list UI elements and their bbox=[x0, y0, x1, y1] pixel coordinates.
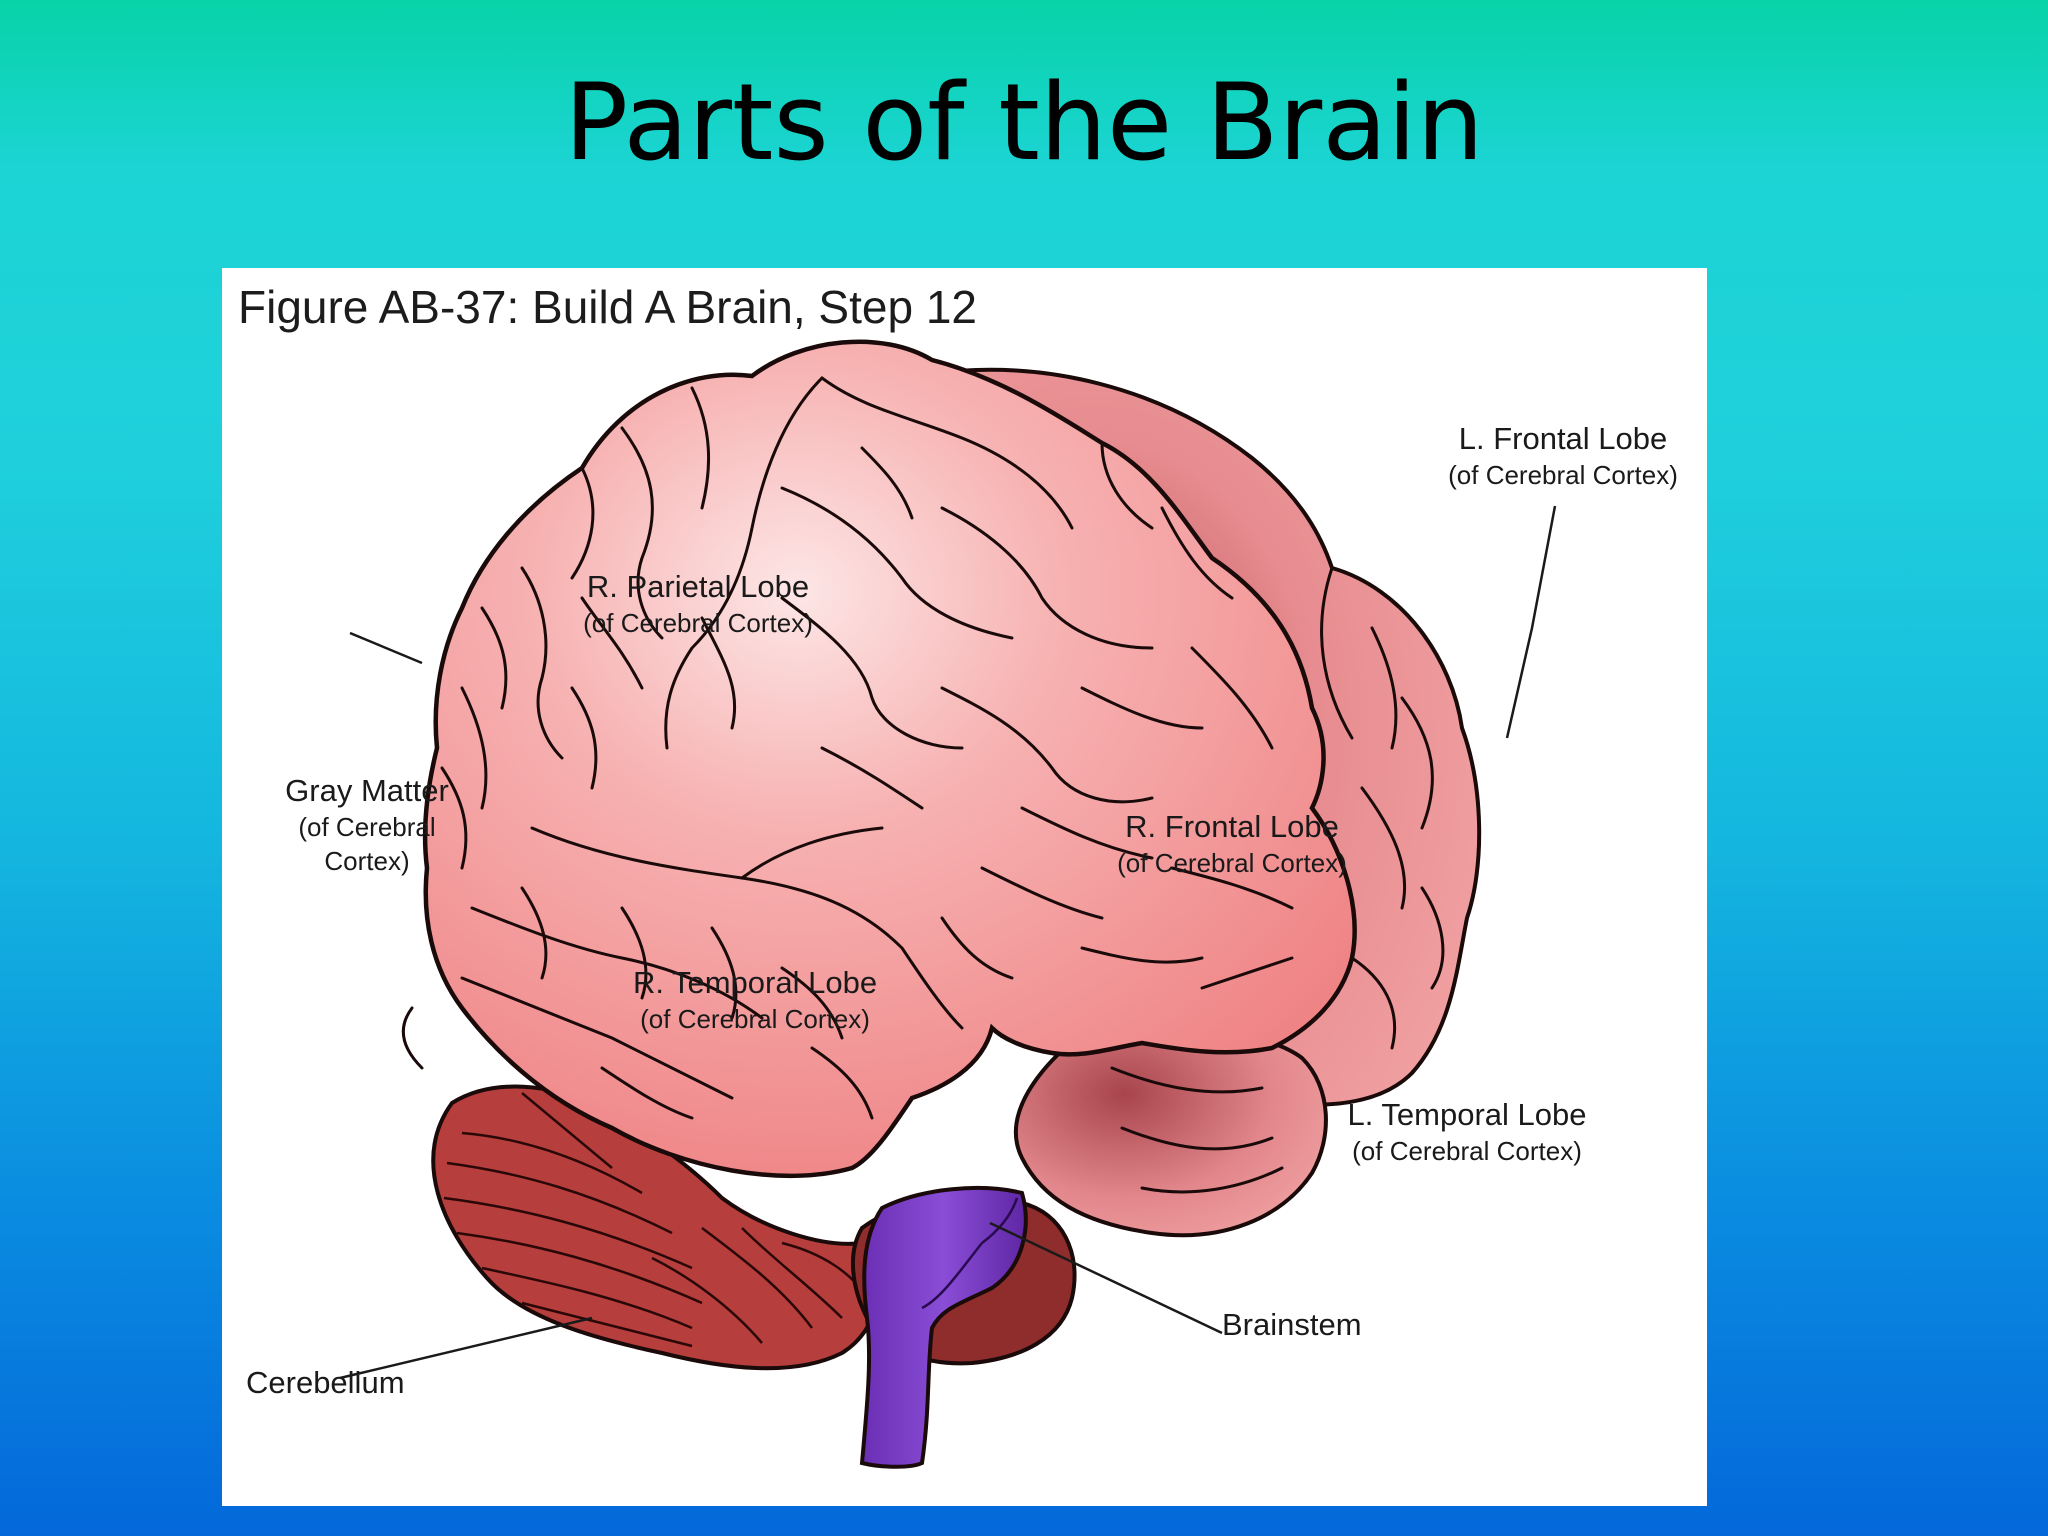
brain-figure: Figure AB-37: Build A Brain, Step 12 bbox=[222, 268, 1707, 1506]
cortex-sulci bbox=[401, 376, 1294, 1120]
leader-gray-matter bbox=[349, 631, 423, 665]
label-cerebellum-name: Cerebellum bbox=[246, 1365, 405, 1400]
label-brainstem-name: Brainstem bbox=[1222, 1307, 1362, 1342]
brain-illustration bbox=[339, 339, 1557, 1469]
label-gray-matter-name: Gray Matter bbox=[285, 773, 449, 808]
label-r-parietal-name: R. Parietal Lobe bbox=[586, 569, 810, 604]
label-r-temporal-name: R. Temporal Lobe bbox=[632, 965, 878, 1000]
brainstem-detail-2 bbox=[981, 1197, 1019, 1244]
brainstem-detail bbox=[921, 1242, 983, 1310]
label-cerebellum: Cerebellum bbox=[246, 1364, 426, 1402]
cerebellum-folia bbox=[443, 1092, 869, 1348]
slide-title: Parts of the Brain bbox=[564, 61, 1484, 184]
figure-caption: Figure AB-37: Build A Brain, Step 12 bbox=[238, 281, 978, 333]
label-l-frontal-lobe: L. Frontal Lobe (of Cerebral Cortex) bbox=[1430, 420, 1696, 492]
label-l-temporal-lobe: L. Temporal Lobe (of Cerebral Cortex) bbox=[1332, 1096, 1602, 1168]
label-l-frontal-name: L. Frontal Lobe bbox=[1458, 421, 1668, 456]
leader-cerebellum bbox=[339, 1316, 593, 1380]
label-r-frontal-name: R. Frontal Lobe bbox=[1125, 809, 1339, 844]
label-r-temporal-lobe: R. Temporal Lobe (of Cerebral Cortex) bbox=[620, 964, 890, 1036]
label-gray-matter: Gray Matter (of Cerebral Cortex) bbox=[282, 772, 452, 878]
label-r-frontal-lobe: R. Frontal Lobe (of Cerebral Cortex) bbox=[1102, 808, 1362, 880]
label-l-frontal-sub: (of Cerebral Cortex) bbox=[1448, 460, 1678, 490]
label-l-temporal-name: L. Temporal Lobe bbox=[1347, 1097, 1587, 1132]
left-hemisphere-sulci bbox=[1110, 566, 1445, 1194]
label-l-temporal-sub: (of Cerebral Cortex) bbox=[1352, 1136, 1582, 1166]
label-r-temporal-sub: (of Cerebral Cortex) bbox=[640, 1004, 870, 1034]
leader-brainstem bbox=[989, 1221, 1223, 1335]
label-r-parietal-lobe: R. Parietal Lobe (of Cerebral Cortex) bbox=[568, 568, 828, 640]
brainstem-shape bbox=[859, 1186, 1028, 1469]
leader-l-frontal bbox=[1505, 505, 1557, 739]
label-gray-matter-sub1: (of Cerebral bbox=[298, 812, 436, 842]
label-brainstem: Brainstem bbox=[1222, 1306, 1392, 1344]
leader-lines bbox=[339, 505, 1557, 1380]
label-r-parietal-sub: (of Cerebral Cortex) bbox=[583, 608, 813, 638]
label-gray-matter-sub2: Cortex) bbox=[324, 846, 410, 876]
label-r-frontal-sub: (of Cerebral Cortex) bbox=[1117, 848, 1347, 878]
